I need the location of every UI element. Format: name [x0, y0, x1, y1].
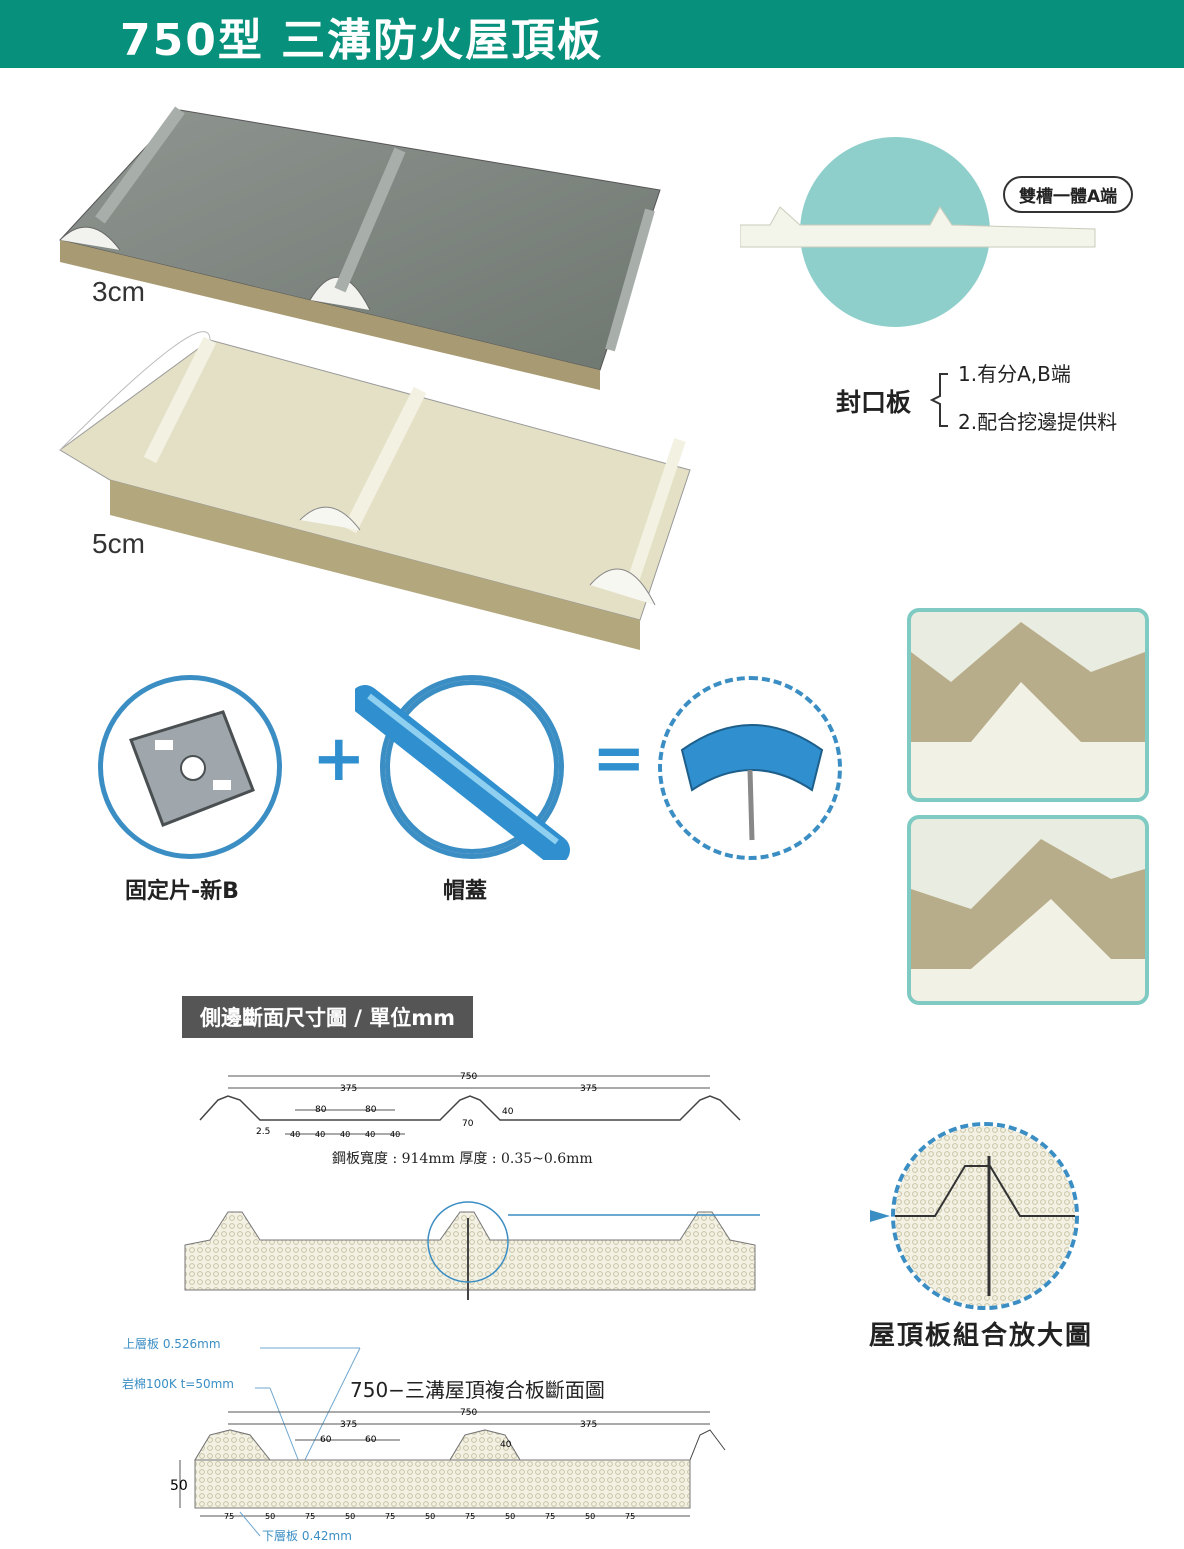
dim2-bottom-1: 75 — [224, 1512, 234, 1521]
dim-70: 70 — [462, 1119, 474, 1129]
top-sheet-label: 上層板 0.526mm — [123, 1337, 221, 1351]
dim2-bottom-9: 75 — [545, 1512, 555, 1521]
cap-image — [355, 685, 570, 860]
composite-section-title: 750−三溝屋頂複合板斷面圖 — [350, 1378, 605, 1402]
seal-board-name: 封口板 — [836, 388, 912, 417]
dim-80-b: 80 — [365, 1105, 377, 1115]
dim-750: 750 — [460, 1072, 477, 1082]
seal-item-2: 2.配合挖邊提供料 — [958, 410, 1118, 434]
bottom-sheet-label: 下層板 0.42mm — [262, 1529, 352, 1543]
assembly-profile-diagram — [184, 1201, 760, 1300]
dim2-40: 40 — [500, 1440, 512, 1450]
dim2-750: 750 — [460, 1408, 477, 1418]
panel-5cm-image — [59, 331, 691, 650]
end-cap-label: 雙槽一體A端 — [1003, 176, 1134, 213]
dim2-60-b: 60 — [365, 1435, 377, 1445]
dim-40-4: 40 — [365, 1130, 375, 1139]
dim2-bottom-10: 50 — [585, 1512, 595, 1521]
cross-section-photo-1 — [907, 608, 1149, 802]
dim-40-5: 40 — [390, 1130, 400, 1139]
dim-375-right: 375 — [580, 1084, 597, 1094]
dim2-bottom-8: 50 — [505, 1512, 515, 1521]
thickness-3cm-label: 3cm — [92, 276, 145, 307]
dim2-375-left: 375 — [340, 1420, 357, 1430]
dim2-bottom-6: 50 — [425, 1512, 435, 1521]
fixing-clip-caption: 固定片-新B — [125, 879, 239, 904]
rockwool-label: 岩棉100K t=50mm — [122, 1377, 234, 1391]
height-50-label: 50 — [170, 1478, 188, 1494]
dim2-bottom-2: 50 — [265, 1512, 275, 1521]
seal-board-brace — [929, 373, 948, 427]
header-bar — [0, 0, 1184, 68]
section-title: 側邊斷面尺寸圖 / 單位mm — [182, 996, 474, 1038]
dim-40-1: 40 — [290, 1130, 300, 1139]
fixing-clip-image — [129, 710, 255, 827]
dim2-bottom-3: 75 — [305, 1512, 315, 1521]
cap-circle — [355, 675, 570, 860]
panel-3cm-image — [59, 106, 661, 390]
zoom-caption: 屋頂板組合放大圖 — [869, 1321, 1094, 1351]
dim2-60-a: 60 — [320, 1435, 332, 1445]
plus-symbol: + — [312, 722, 366, 796]
seal-item-1: 1.有分A,B端 — [958, 362, 1071, 386]
dim-80-a: 80 — [315, 1105, 327, 1115]
zoom-circle — [891, 1122, 1079, 1310]
equals-symbol: = — [592, 722, 646, 796]
dim2-bottom-4: 50 — [345, 1512, 355, 1521]
steel-profile-diagram: 750 375 375 80 80 40 70 2.5 40 40 40 40 … — [199, 1072, 741, 1139]
dim-40-3: 40 — [340, 1130, 350, 1139]
assembly-circle — [658, 676, 842, 860]
thickness-5cm-label: 5cm — [92, 528, 145, 559]
fixing-clip-circle — [98, 675, 282, 859]
cross-section-photo-2 — [907, 815, 1149, 1005]
dim2-375-right: 375 — [580, 1420, 597, 1430]
steel-spec-note: 鋼板寬度 : 914mm 厚度 : 0.35~0.6mm — [332, 1151, 593, 1167]
dim2-bottom-5: 75 — [385, 1512, 395, 1521]
dim-40: 40 — [502, 1107, 514, 1117]
composite-section-diagram: 750 375 375 60 60 40 75 50 75 50 75 50 7… — [170, 1347, 726, 1537]
dim-2-5: 2.5 — [256, 1127, 270, 1137]
dim2-bottom-7: 75 — [465, 1512, 475, 1521]
dim2-bottom-11: 75 — [625, 1512, 635, 1521]
zoom-arrow-icon — [870, 1210, 890, 1222]
dim-375-left: 375 — [340, 1084, 357, 1094]
page-title: 750型 三溝防火屋頂板 — [120, 15, 604, 66]
zoom-detail-image — [895, 1126, 1075, 1306]
assembly-image — [680, 724, 824, 841]
cap-caption: 帽蓋 — [443, 879, 488, 904]
end-cap-image — [740, 206, 1096, 248]
dim-40-2: 40 — [315, 1130, 325, 1139]
